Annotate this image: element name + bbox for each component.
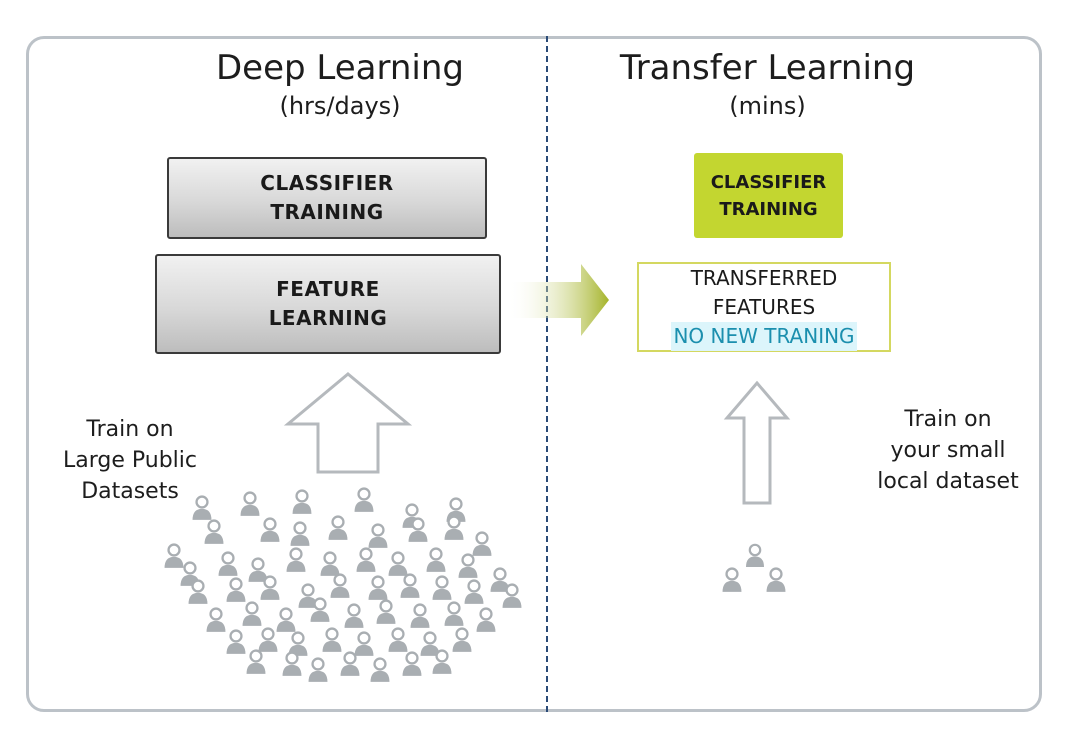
person-icon-26 [188, 579, 208, 604]
person-icon-40 [344, 603, 364, 628]
person-icon-24 [458, 553, 478, 578]
person-icon-37 [242, 601, 262, 626]
person-icon-30 [330, 573, 350, 598]
person-icon-52 [452, 627, 472, 652]
classifier-training-line-1: CLASSIFIER [260, 171, 394, 195]
person-icon-46 [258, 627, 278, 652]
person-icon-19 [286, 547, 306, 572]
right-caption-line-1: Train on [904, 407, 992, 432]
person-icon-15 [472, 531, 492, 556]
right-caption-line-3: local dataset [877, 469, 1019, 494]
person-icon-25 [490, 567, 510, 592]
person-icon-13 [408, 517, 428, 542]
person-icon-33 [432, 575, 452, 600]
deep-learning-subtitle: (hrs/days) [279, 92, 401, 120]
person-icon-29 [298, 583, 318, 608]
tl-classifier-training-box: CLASSIFIER TRAINING [694, 153, 843, 238]
person-icon-51 [420, 631, 440, 656]
classifier-training-box: CLASSIFIER TRAINING [167, 157, 487, 239]
person-icon-48 [322, 627, 342, 652]
person-icon-3 [292, 489, 312, 514]
person-icon-35 [502, 583, 522, 608]
person-icon-1 [192, 495, 212, 520]
transferred-features-line-2: FEATURES [712, 294, 816, 319]
person-icon-38 [276, 607, 296, 632]
transferred-features-box: TRANSFERRED FEATURES NO NEW TRANING [637, 262, 891, 352]
person-icon-23 [426, 547, 446, 572]
section-divider [546, 36, 548, 712]
person-icon-8 [204, 519, 224, 544]
person-icon-2 [240, 491, 260, 516]
person-icon-14 [444, 515, 464, 540]
person-icon-11 [328, 515, 348, 540]
person-icon-43 [444, 601, 464, 626]
tl-classifier-training-line-2: TRAINING [719, 198, 818, 220]
right-caption-line-2: your small [890, 438, 1006, 463]
transfer-learning-subtitle: (mins) [729, 92, 806, 120]
left-caption: Train on Large Public Datasets [40, 414, 220, 507]
person-icon-c [766, 567, 786, 592]
person-icon-50 [388, 627, 408, 652]
person-icon-47 [288, 631, 308, 656]
feature-learning-line-2: LEARNING [268, 306, 388, 330]
transfer-arrow-icon [507, 264, 609, 336]
person-icon-56 [340, 651, 360, 676]
small-up-arrow-icon [723, 380, 791, 505]
person-icon-55 [308, 657, 328, 682]
diagram-frame [26, 36, 1042, 712]
right-caption: Train on your small local dataset [848, 404, 1048, 497]
deep-learning-title: Deep Learning [215, 48, 464, 88]
tl-classifier-training-line-1: CLASSIFIER [710, 171, 827, 193]
person-icon-4 [354, 487, 374, 512]
person-icon-31 [368, 575, 388, 600]
person-icon-9 [260, 517, 280, 542]
person-icon-49 [354, 631, 374, 656]
person-icon-44 [476, 607, 496, 632]
people-group-icon [722, 543, 786, 592]
person-icon-21 [356, 547, 376, 572]
person-icon-27 [226, 577, 246, 602]
person-icon-12 [368, 523, 388, 548]
feature-learning-line-1: FEATURE [276, 277, 380, 301]
person-icon-53 [246, 649, 266, 674]
person-icon-b [722, 567, 742, 592]
person-icon-17 [218, 551, 238, 576]
no-new-training-highlight: NO NEW TRANING [671, 321, 857, 351]
person-icon-39 [310, 597, 330, 622]
person-icon-20 [320, 551, 340, 576]
person-icon-57 [370, 657, 390, 682]
people-crowd-icon [164, 487, 522, 682]
person-icon-18 [248, 557, 268, 582]
person-icon-a [746, 543, 764, 567]
person-icon-42 [410, 603, 430, 628]
left-caption-line-1: Train on [86, 417, 174, 442]
person-icon-41 [376, 599, 396, 624]
person-icon-28 [260, 575, 280, 600]
left-caption-line-3: Datasets [81, 479, 179, 504]
feature-learning-box: FEATURE LEARNING [155, 254, 501, 354]
person-icon-22 [388, 551, 408, 576]
left-caption-line-2: Large Public [63, 448, 197, 473]
classifier-training-line-2: TRAINING [270, 200, 384, 224]
person-icon-36 [206, 607, 226, 632]
transferred-features-line-1: TRANSFERRED [690, 265, 838, 290]
large-up-arrow-icon [283, 372, 413, 474]
person-icon-32 [400, 573, 420, 598]
person-icon-59 [432, 649, 452, 674]
person-icon-58 [402, 651, 422, 676]
transfer-learning-title: Transfer Learning [619, 48, 916, 88]
person-icon-34 [464, 579, 484, 604]
person-icon-10 [290, 521, 310, 546]
person-icon-54 [282, 651, 302, 676]
person-icon-7 [164, 543, 184, 568]
person-icon-45 [226, 629, 246, 654]
